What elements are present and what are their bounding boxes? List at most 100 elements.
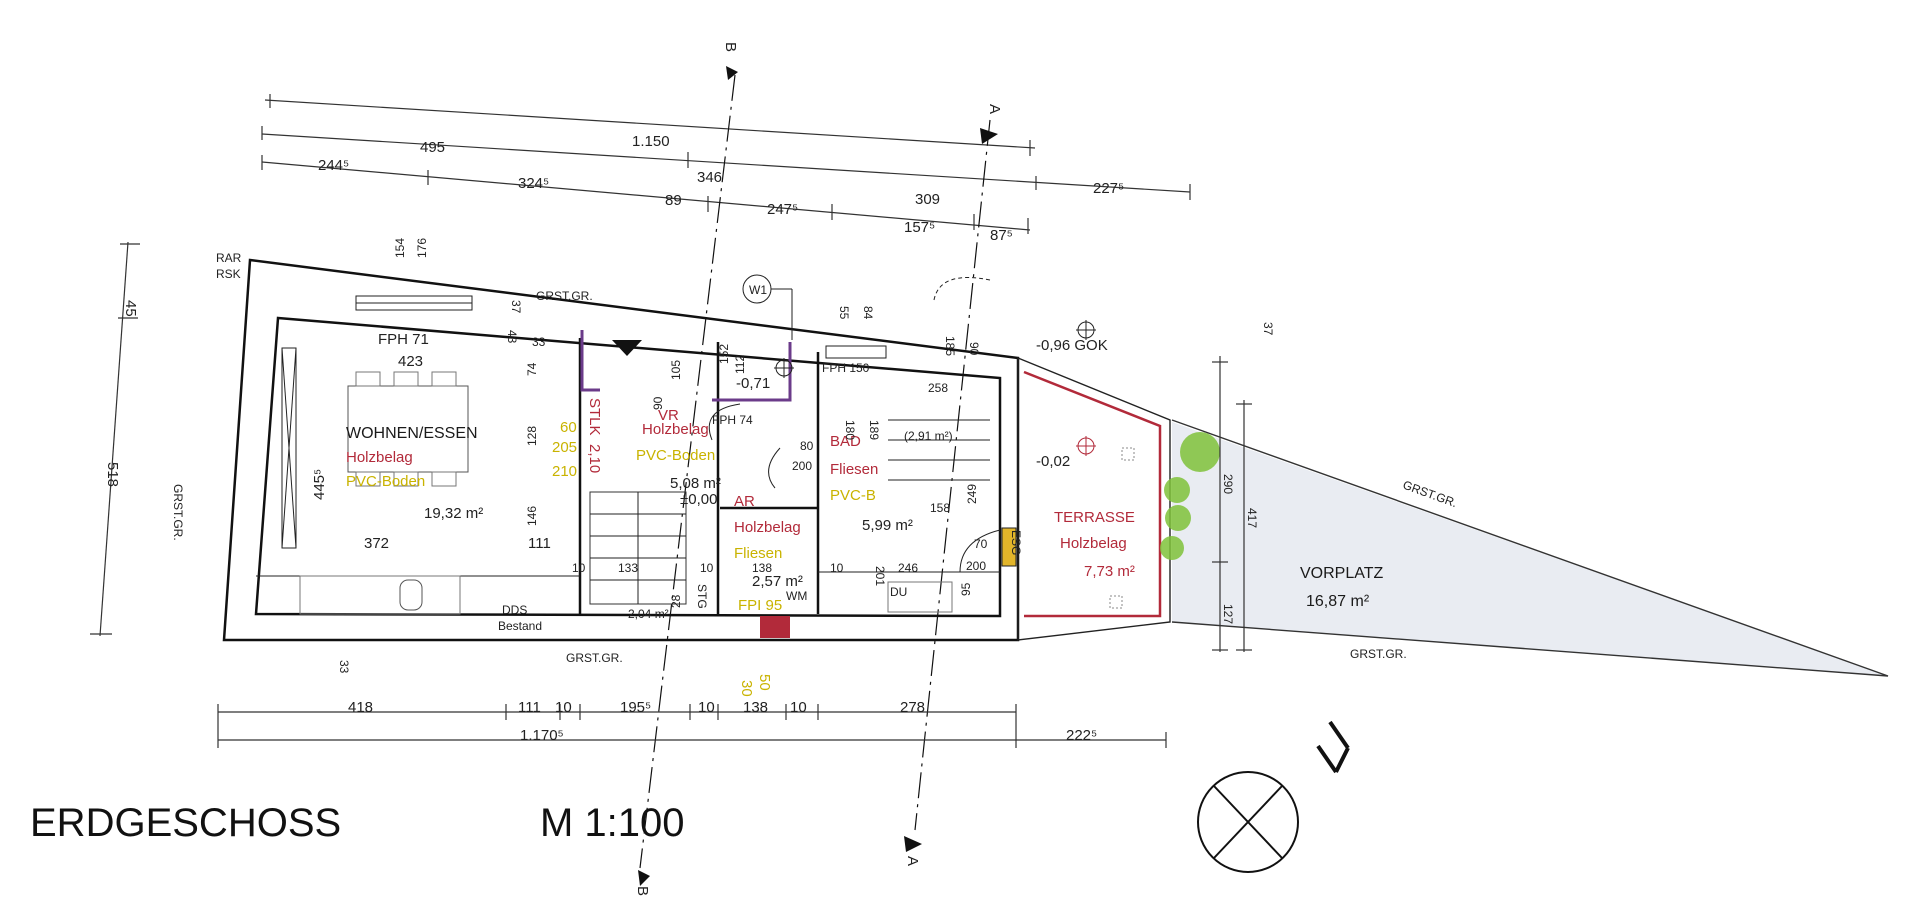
room-bad-area: 5,99 m² bbox=[862, 517, 913, 534]
bottom-dimension-lines: 418 111 10 195⁵ 10 138 10 278 1.170⁵ 222… bbox=[217, 699, 1167, 748]
dim-top-2475: 247⁵ bbox=[767, 201, 798, 218]
dim-top-1150: 1.150 bbox=[632, 133, 670, 150]
dim-inner: 80 bbox=[800, 439, 814, 453]
tree-icon bbox=[1180, 432, 1220, 472]
dim-inner: 180 bbox=[843, 420, 857, 440]
label-rar: RAR bbox=[216, 251, 242, 265]
dim-inner: 112 bbox=[733, 355, 747, 374]
room-terrasse-floor: Holzbelag bbox=[1060, 535, 1127, 552]
dim-inner: 28 bbox=[669, 594, 683, 608]
label-fph74: FPH 74 bbox=[712, 413, 753, 427]
label-vr: VR bbox=[658, 407, 679, 424]
label-gok: -0,96 GOK bbox=[1036, 337, 1108, 354]
room-vr-floor2: PVC-Boden bbox=[636, 447, 715, 464]
dim-inner: 37 bbox=[509, 300, 523, 314]
dim-top-309: 309 bbox=[915, 191, 940, 208]
dim-inner: 111 bbox=[528, 535, 551, 552]
dim-top-875: 87⁵ bbox=[990, 227, 1013, 244]
dim-inner: 33 bbox=[337, 660, 351, 674]
dim-inner: 176 bbox=[415, 238, 429, 258]
left-dimension-lines: 45 518 bbox=[90, 241, 140, 637]
dim-inner: 249 bbox=[965, 484, 979, 504]
dim-inner: 50 bbox=[756, 674, 773, 691]
plan-title: ERDGESCHOSS bbox=[30, 801, 341, 845]
shrub-icon bbox=[1160, 536, 1184, 560]
room-wohnen-floor1: Holzbelag bbox=[346, 449, 413, 466]
dim-left-518: 518 bbox=[104, 462, 121, 487]
dim-top-1575: 157⁵ bbox=[904, 219, 935, 236]
dim-inner: 90 bbox=[967, 342, 981, 356]
dim-inner: 201 bbox=[873, 566, 887, 586]
dim-inner: 55 bbox=[837, 306, 851, 320]
label-grst-left: GRST.GR. bbox=[171, 484, 185, 541]
dim-inner: 10 bbox=[700, 561, 714, 575]
dim-inner: 90 bbox=[651, 396, 665, 410]
dim-inner: 10 bbox=[572, 561, 586, 575]
label-bestand: Bestand bbox=[498, 619, 542, 633]
dim-bottom-11705: 1.170⁵ bbox=[520, 727, 564, 744]
label-423: 423 bbox=[398, 353, 423, 370]
north-arrow bbox=[1197, 720, 1350, 873]
room-wohnen-floor2: PVC-Boden bbox=[346, 473, 425, 490]
dim-inner: 445⁵ bbox=[311, 469, 328, 500]
plan-scale: M 1:100 bbox=[540, 801, 685, 845]
label-stg: STG bbox=[695, 584, 709, 609]
room-bad-floor2: PVC-B bbox=[830, 487, 876, 504]
dim-inner: 37 bbox=[1261, 322, 1275, 336]
terrace bbox=[1017, 356, 1171, 641]
inner-dimensions: 33 74 128 146 372 111 10 133 10 138 10 2… bbox=[311, 238, 1275, 697]
label-grst-top: GRST.GR. bbox=[536, 289, 593, 303]
label-fpi: FPI 95 bbox=[738, 597, 782, 614]
dim-bottom-278: 278 bbox=[900, 699, 925, 716]
dim-inner: 146 bbox=[525, 506, 539, 526]
vorplatz-area bbox=[742, 274, 1889, 677]
dim-inner: 138 bbox=[752, 561, 772, 575]
dim-inner: 189 bbox=[867, 420, 881, 440]
dim-top-89: 89 bbox=[665, 192, 682, 209]
room-vr-area: 5,08 m² bbox=[670, 475, 721, 492]
room-ar-floor1: Holzbelag bbox=[734, 519, 801, 536]
dim-inner: 200 bbox=[966, 559, 986, 573]
label-area291: (2,91 m²) bbox=[904, 429, 953, 443]
label-fph150: FPH 150 bbox=[822, 361, 870, 375]
top-dimension-lines: 1.150 495 346 309 227⁵ 244⁵ 324⁵ 89 247⁵… bbox=[261, 94, 1191, 244]
shrub-icon bbox=[1165, 505, 1191, 531]
label-grst-bottom: GRST.GR. bbox=[566, 651, 623, 665]
label-rsk: RSK bbox=[216, 267, 241, 281]
dim-bottom-138: 138 bbox=[743, 699, 768, 716]
dim-inner: 258 bbox=[928, 381, 948, 395]
dim-inner: 246 bbox=[898, 561, 918, 575]
section-a-top: A bbox=[986, 104, 1003, 114]
dim-inner: 30 bbox=[738, 680, 755, 697]
label-lvl000: ±0,00 bbox=[680, 491, 717, 508]
plan-labels: RAR RSK GRST.GR. GRST.GR. GRST.GR. GRST.… bbox=[171, 251, 1459, 665]
dim-bottom-10a: 10 bbox=[555, 699, 572, 716]
room-vr-floor1: Holzbelag bbox=[642, 421, 709, 438]
dim-inner: 10 bbox=[830, 561, 844, 575]
dim-bottom-418: 418 bbox=[348, 699, 373, 716]
dim-inner: 43 bbox=[505, 330, 519, 344]
section-a-bottom: A bbox=[904, 856, 921, 866]
dim-bottom-2225: 222⁵ bbox=[1066, 727, 1097, 744]
dim-inner: 128 bbox=[525, 426, 539, 446]
room-bad-floor1: Fliesen bbox=[830, 461, 878, 478]
label-lvl002: -0,02 bbox=[1036, 453, 1070, 470]
dim-inner: 290 bbox=[1221, 474, 1235, 494]
dim-inner: 185 bbox=[943, 336, 957, 356]
label-210: 2,10 bbox=[586, 444, 603, 473]
dim-bottom-1955: 195⁵ bbox=[620, 699, 651, 716]
dim-inner: 200 bbox=[792, 459, 812, 473]
dim-top-346: 346 bbox=[697, 169, 722, 186]
dim-inner: 158 bbox=[930, 501, 950, 515]
compass-icon bbox=[1197, 771, 1299, 873]
dim-inner: 417 bbox=[1245, 508, 1259, 528]
room-vorplatz-name: VORPLATZ bbox=[1300, 565, 1384, 582]
section-b-bottom: B bbox=[634, 886, 651, 896]
room-ar-name: AR bbox=[734, 493, 755, 510]
rooms: WOHNEN/ESSEN Holzbelag PVC-Boden 19,32 m… bbox=[346, 421, 1384, 610]
dim-inner: 84 bbox=[861, 306, 875, 320]
dim-inner: 210 bbox=[552, 463, 577, 480]
label-area204: 2,04 m² bbox=[628, 607, 669, 621]
dim-inner: 105 bbox=[669, 360, 683, 380]
dim-inner: 154 bbox=[393, 238, 407, 258]
